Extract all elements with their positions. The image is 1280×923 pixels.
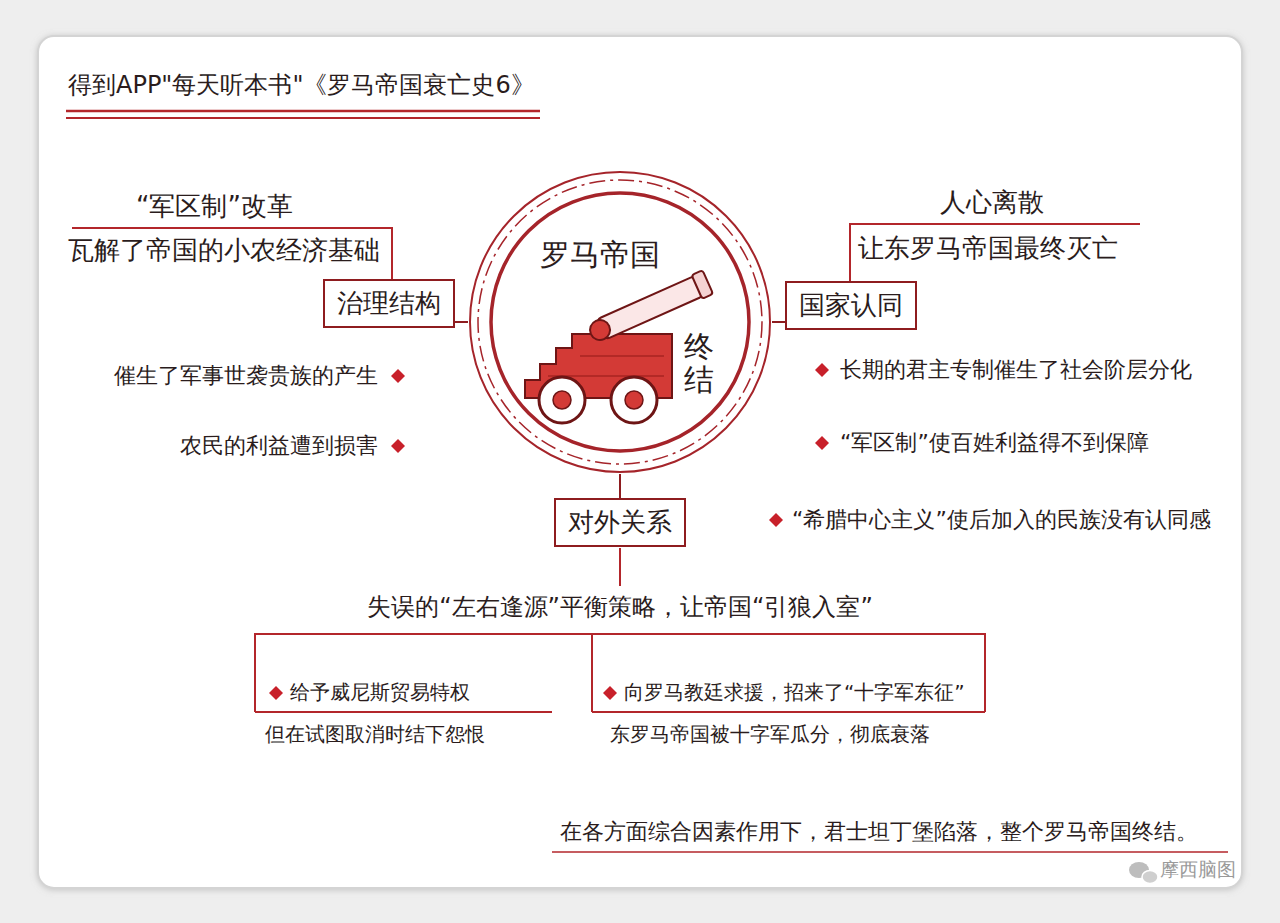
branch-connector	[619, 474, 621, 498]
barrel-muzzle	[692, 270, 714, 299]
bracket	[591, 634, 593, 712]
branch-connector	[455, 321, 468, 323]
item-note: 但在试图取消时结下怨恨	[265, 722, 485, 747]
title-underline	[66, 110, 540, 113]
cannon-base-shade	[580, 355, 664, 357]
item-note: 东罗马帝国被十字军瓜分，彻底衰落	[610, 722, 930, 747]
circle-ring	[491, 193, 749, 451]
branch-label: 对外关系	[568, 506, 672, 539]
bullet-diamond	[815, 436, 829, 450]
wheel-hub	[625, 391, 643, 409]
cannon-illustration	[525, 270, 713, 423]
bullet-text: 催生了军事世袭贵族的产生	[114, 362, 378, 390]
summary-text: 让东罗马帝国最终灭亡	[858, 232, 1118, 265]
bullet-diamond	[391, 369, 405, 383]
bullet-text: 长期的君主专制催生了社会阶层分化	[840, 356, 1192, 384]
item-text: 向罗马教廷求援，招来了“十字军东征”	[624, 680, 965, 705]
central-circle: 罗马帝国终结	[468, 170, 772, 474]
bracket	[255, 634, 985, 712]
heading-leader	[850, 224, 1140, 281]
caption-text: 在各方面综合因素作用下，君士坦丁堡陷落，整个罗马帝国终结。	[560, 818, 1198, 846]
circle-ring	[470, 172, 770, 472]
center-title: 终结	[684, 330, 714, 396]
heading-text: “军区制”改革	[136, 190, 293, 223]
bullet-diamond	[269, 686, 283, 700]
bullet-diamond	[603, 686, 617, 700]
bullet-diamond	[769, 513, 783, 527]
bullet-text: “军区制”使百姓利益得不到保障	[840, 429, 1149, 457]
bullet-text: “希腊中心主义”使后加入的民族没有认同感	[792, 506, 1211, 534]
bullet-diamond	[815, 363, 829, 377]
watermark-icon	[1142, 871, 1158, 884]
branch-box: 治理结构	[323, 279, 455, 328]
summary-text: 瓦解了帝国的小农经济基础	[68, 234, 380, 267]
branch-box: 对外关系	[554, 498, 686, 547]
summary-text: 失误的“左右逢源”平衡策略，让帝国“引狼入室”	[367, 592, 873, 622]
card	[38, 36, 1242, 888]
item-underline	[592, 711, 985, 713]
branch-box: 国家认同	[785, 281, 917, 330]
bullet-text: 农民的利益遭到损害	[180, 432, 378, 460]
title-underline	[66, 117, 540, 119]
circle-ring	[478, 180, 762, 464]
item-text: 给予威尼斯贸易特权	[290, 680, 470, 705]
branch-leader	[619, 548, 621, 586]
wheel-hub	[553, 391, 571, 409]
bullet-diamond	[391, 439, 405, 453]
center-title: 罗马帝国	[540, 236, 660, 274]
watermark: 摩西脑图	[1160, 858, 1236, 882]
cannon-wheel	[539, 377, 585, 423]
title-text: 得到APP"每天听本书"《罗马帝国衰亡史6》	[68, 70, 535, 100]
heading-text: 人心离散	[940, 186, 1044, 219]
branch-label: 国家认同	[799, 289, 903, 322]
item-underline	[255, 711, 552, 713]
branch-label: 治理结构	[337, 287, 441, 320]
branch-connector	[772, 321, 785, 323]
circle-outline	[468, 170, 772, 474]
caption-underline	[552, 851, 1228, 853]
cannon-wheel	[611, 377, 657, 423]
barrel-knob	[587, 317, 613, 343]
